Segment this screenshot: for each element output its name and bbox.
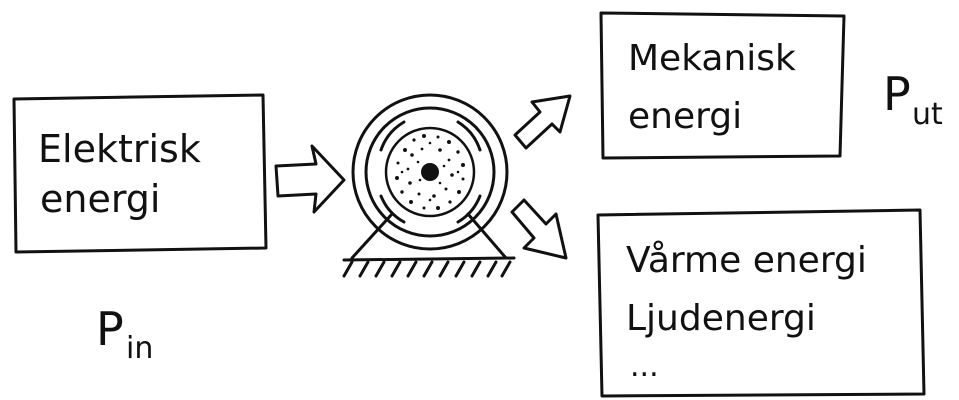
motor-inner-ring — [364, 106, 496, 238]
power-in-symbol: P — [96, 302, 124, 356]
motor-shaft — [421, 163, 439, 181]
output-box-heat-sound-line3: ... — [630, 349, 659, 384]
arrow-icon — [274, 144, 346, 214]
motor-rotor-speckle — [395, 134, 465, 210]
electric-motor-icon — [342, 93, 516, 278]
motor-stand-left — [350, 212, 394, 260]
arrow-icon — [513, 94, 572, 150]
input-box: Elektrisk energi — [12, 93, 268, 254]
motor-stator-arc-3 — [456, 194, 482, 224]
output-box-mechanical: Mekanisk energi — [599, 11, 846, 160]
output-box-mechanical-line1: Mekanisk — [628, 38, 796, 79]
power-out-symbol: P — [883, 67, 911, 121]
output-box-heat-sound-line1: Vårme energi — [626, 240, 867, 281]
arrow-in-shape — [274, 144, 346, 214]
motor-housing — [351, 93, 509, 251]
power-out-subscript: ut — [912, 97, 943, 132]
motor-stator-arc-4 — [379, 194, 406, 224]
motor-stand-right — [466, 212, 508, 260]
arrow-out-upper-shape — [513, 94, 572, 150]
arrow-icon — [510, 198, 568, 260]
input-box-line2: energi — [40, 177, 160, 221]
output-box-heat-sound-frame — [596, 208, 926, 398]
output-box-heat-sound-line2: Ljudenergi — [626, 298, 816, 339]
motor-ground-line — [342, 256, 516, 262]
input-box-frame — [12, 93, 268, 254]
power-out-label: P ut — [883, 67, 943, 132]
output-box-mechanical-line2: energi — [628, 96, 742, 137]
arrow-out-lower-shape — [510, 198, 568, 260]
motor-ground-hatching — [342, 260, 512, 278]
motor-stator-arc-2 — [456, 120, 482, 152]
power-in-subscript: in — [126, 331, 153, 366]
input-box-line1: Elektrisk — [38, 127, 201, 171]
power-in-label: P in — [96, 302, 153, 366]
output-box-heat-sound: Vårme energi Ljudenergi ... — [596, 208, 926, 398]
motor-stator-arc-1 — [379, 120, 406, 152]
motor-rotor — [384, 126, 476, 218]
output-box-mechanical-frame — [599, 11, 846, 160]
